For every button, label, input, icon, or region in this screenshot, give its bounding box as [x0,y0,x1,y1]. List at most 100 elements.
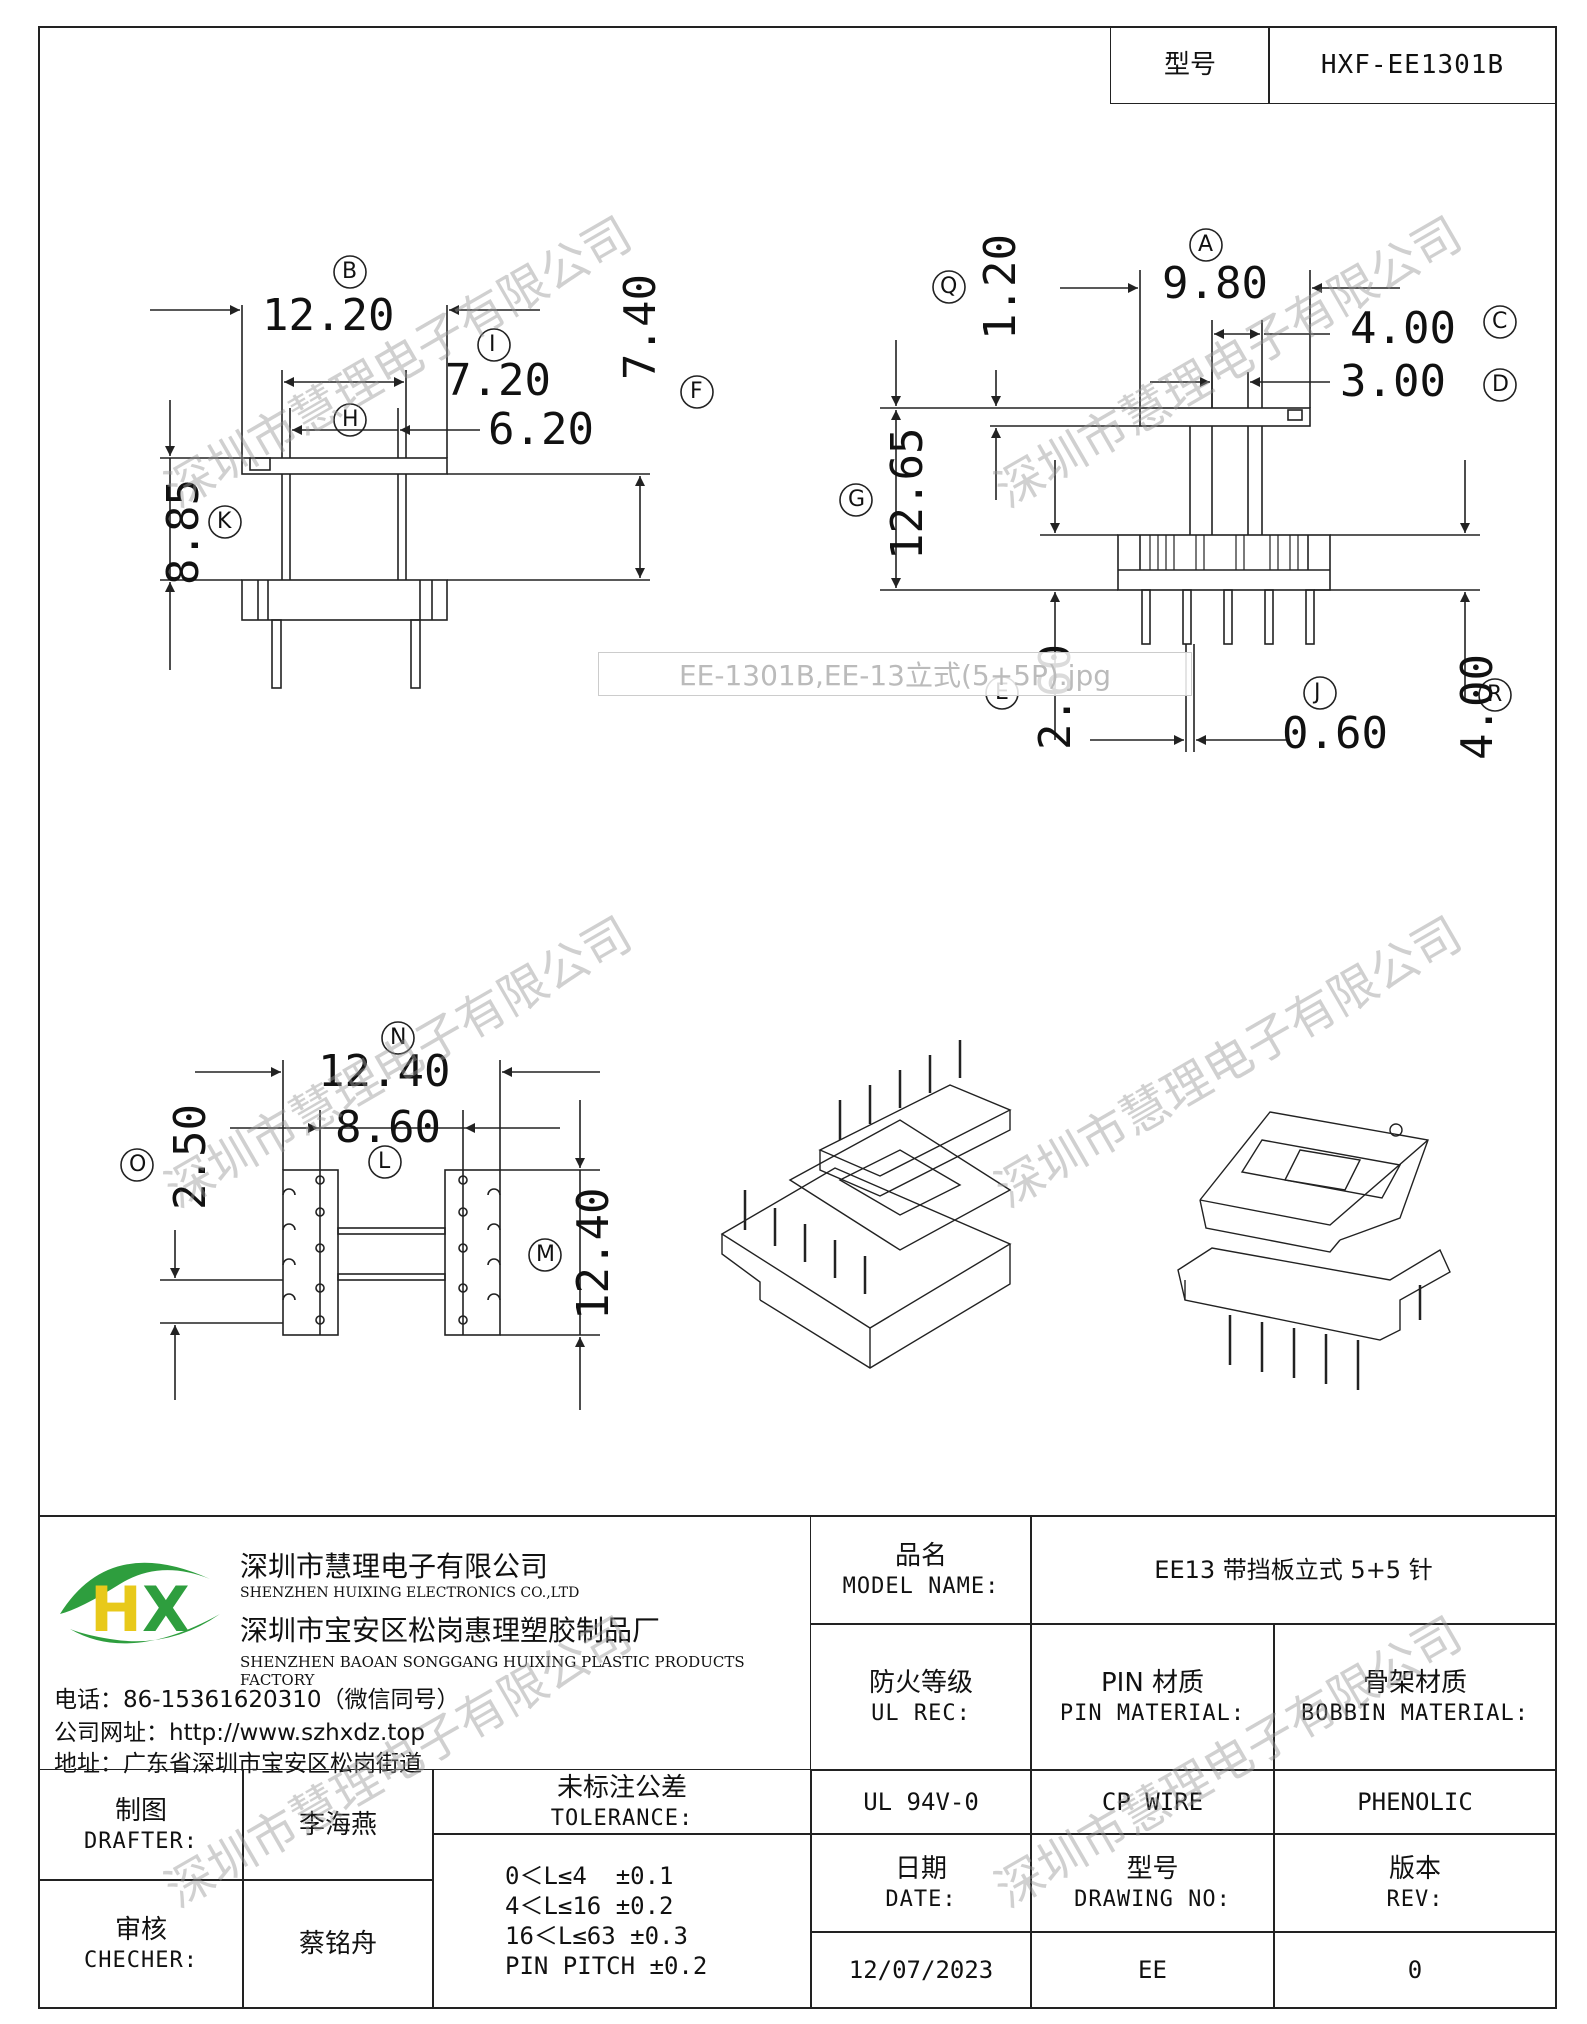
dim-i: 7.20 [445,355,551,406]
model-value: HXF-EE1301B [1320,49,1505,80]
drawing-no-en: DRAWING NO: [1074,1886,1231,1912]
callout-l-circle [368,1145,402,1179]
logo-h: H [90,1573,142,1646]
company-website: 公司网址：http://www.szhxdz.top [54,1720,426,1746]
model-name-cn: 品名 [894,1541,947,1571]
bobbin-value: PHENOLIC [1357,1788,1473,1816]
tolerance-cn: 未标注公差 [556,1773,687,1803]
pin-value-cell: CP WIRE [1030,1769,1275,1835]
date-cn: 日期 [894,1854,947,1884]
company-info: H X 深圳市慧理电子有限公司 SHENZHEN HUIXING ELECTRO… [40,1517,810,1777]
callout-m-circle [528,1238,562,1272]
model-name-value: EE13 带挡板立式 5+5 针 [1154,1556,1433,1584]
dim-r: 4.00 [1452,654,1503,760]
drawing-no-value-cell: EE [1030,1931,1275,2009]
model-value-cell: HXF-EE1301B [1268,26,1557,104]
title-block [38,1515,1557,2011]
pin-material-header: PIN 材质 PIN MATERIAL: [1030,1623,1275,1771]
bobbin-material-en: BOBBIN MATERIAL: [1301,1700,1529,1726]
callout-d: D [1492,372,1509,397]
model-name-en: MODEL NAME: [842,1573,1000,1599]
callout-o-circle [120,1148,154,1182]
tolerance-4: PIN PITCH ±0.2 [505,1952,708,1980]
callout-n-circle [381,1021,415,1055]
dim-h: 6.20 [488,404,594,455]
tolerance-1: 0＜L≤4 ±0.1 [505,1862,674,1890]
isometric-view-2 [1177,1111,1451,1390]
pin-material-cn: PIN 材质 [1100,1668,1205,1698]
callout-r: R [1487,682,1503,707]
rev-cn: 版本 [1388,1854,1441,1884]
callout-c-circle [1483,305,1517,339]
drafter-name-cell: 李海燕 [242,1769,434,1881]
dim-m: 12.40 [568,1187,619,1320]
rev-header: 版本 REV: [1273,1833,1557,1933]
date-en: DATE: [885,1886,957,1912]
callout-m: M [536,1242,555,1267]
model-name-header: 品名 MODEL NAME: [810,1515,1032,1625]
ul-rec-cn: 防火等级 [868,1668,973,1698]
callout-k-circle [208,505,242,539]
factory-name-cn: 深圳市宝安区松岗惠理塑胶制品厂 [240,1614,661,1647]
drawing-no-value: EE [1138,1956,1167,1984]
callout-j-circle [1303,676,1337,710]
callout-o: O [129,1152,147,1177]
model-label-cell: 型号 [1110,26,1270,104]
checker-header: 审核 CHECHER: [38,1879,244,2009]
date-header: 日期 DATE: [810,1833,1032,1933]
model-name-value-cell: EE13 带挡板立式 5+5 针 [1030,1515,1557,1625]
tolerance-3: 16＜L≤63 ±0.3 [505,1922,688,1950]
callout-h-circle [333,403,367,437]
dim-f: 7.40 [615,274,666,380]
callout-r-circle [1478,678,1512,712]
callout-l: L [378,1149,391,1174]
image-caption: EE-1301B,EE-13立式(5+5P).jpg [598,652,1192,696]
model-label: 型号 [1163,49,1216,80]
callout-b-circle [333,255,367,289]
dim-c: 4.00 [1350,303,1456,354]
company-logo: H X [60,1562,220,1646]
drafter-en: DRAFTER: [84,1828,198,1854]
tolerance-2: 4＜L≤16 ±0.2 [505,1892,674,1920]
side-view [880,270,1480,752]
company-address: 地址：广东省深圳市宝安区松岗街道 [54,1751,422,1777]
dim-j: 0.60 [1282,708,1388,759]
drafter-header: 制图 DRAFTER: [38,1769,244,1881]
ul-rec-header: 防火等级 UL REC: [810,1623,1032,1771]
tolerance-list-cell: 0＜L≤4 ±0.1 4＜L≤16 ±0.2 16＜L≤63 ±0.3 PIN … [432,1833,812,2009]
date-value: 12/07/2023 [848,1956,994,1984]
tolerance-header: 未标注公差 TOLERANCE: [432,1769,812,1835]
pin-value: CP WIRE [1101,1788,1204,1816]
rev-value: 0 [1407,1956,1423,1984]
isometric-view-1 [720,1040,1012,1369]
image-caption-text: EE-1301B,EE-13立式(5+5P).jpg [678,659,1112,692]
bobbin-material-cn: 骨架材质 [1362,1668,1467,1698]
dim-g: 12.65 [882,427,933,560]
callout-a: A [1198,232,1214,257]
tolerance-en: TOLERANCE: [550,1805,694,1831]
callout-i: I [489,332,496,357]
drawing-no-cn: 型号 [1126,1854,1179,1884]
bobbin-value-cell: PHENOLIC [1273,1769,1557,1835]
pin-material-en: PIN MATERIAL: [1059,1700,1246,1726]
bobbin-material-header: 骨架材质 BOBBIN MATERIAL: [1273,1623,1557,1771]
company-name-cn: 深圳市慧理电子有限公司 [240,1550,549,1583]
factory-name-en: SHENZHEN BAOAN SONGGANG HUIXING PLASTIC … [240,1653,745,1689]
checker-name: 蔡铭舟 [298,1928,377,1959]
ul-value: UL 94V-0 [863,1788,979,1816]
callout-f-circle [680,375,714,409]
company-phone: 电话：86-15361620310（微信同号） [54,1687,460,1713]
bottom-view [160,1060,600,1410]
callout-g-circle [839,483,873,517]
callout-q: Q [940,274,958,299]
callout-h: H [342,407,359,432]
callout-i-circle [477,328,511,362]
drafter-name: 李海燕 [298,1809,377,1840]
checker-name-cell: 蔡铭舟 [242,1879,434,2009]
dim-a: 9.80 [1162,258,1268,309]
callout-c: C [1492,309,1508,334]
dim-n: 12.40 [318,1046,451,1097]
checker-en: CHECHER: [84,1947,198,1973]
dim-q: 1.20 [975,234,1026,340]
